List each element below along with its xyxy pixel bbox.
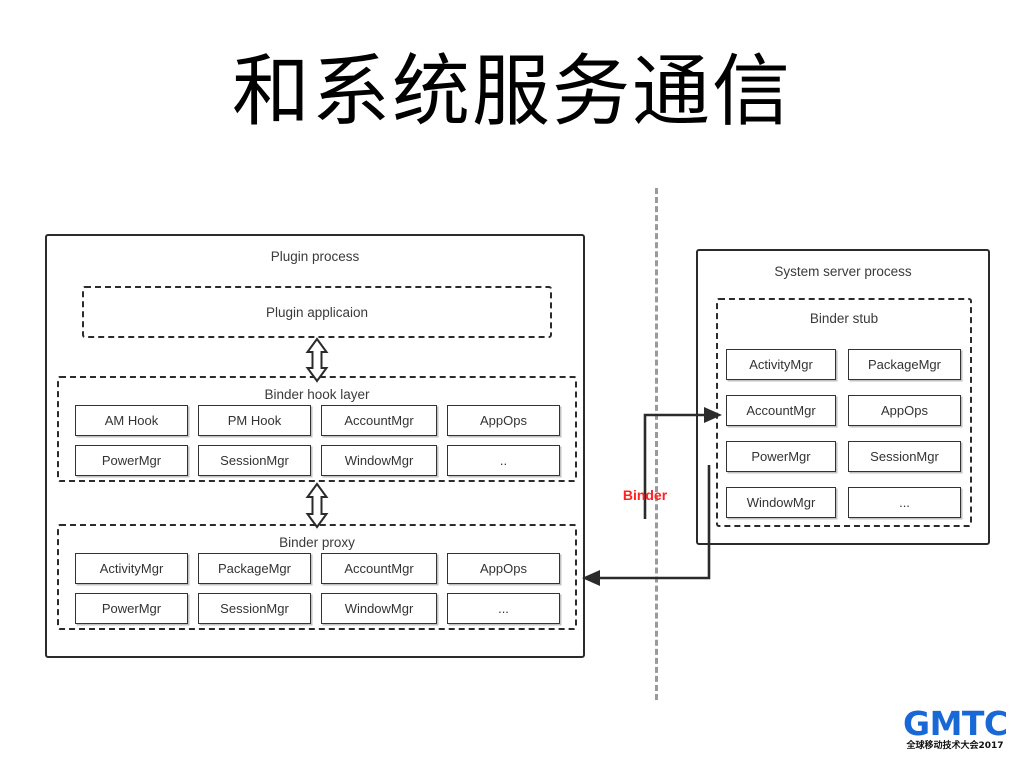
proxy-cell-packagemgr[interactable]: PackageMgr [198,553,311,584]
proxy-cell-accountmgr[interactable]: AccountMgr [321,553,437,584]
binder-arrow-to-proxy [582,465,711,586]
plugin-application-container: Plugin applicaion [82,286,552,338]
stub-cell-accountmgr[interactable]: AccountMgr [726,395,836,426]
page-title: 和系统服务通信 [231,47,792,137]
stub-cell-packagemgr[interactable]: PackageMgr [848,349,961,380]
hook-cell-sessionmgr[interactable]: SessionMgr [198,445,311,476]
proxy-cell-powermgr[interactable]: PowerMgr [75,593,188,624]
hook-cell-pm-hook[interactable]: PM Hook [198,405,311,436]
hook-cell-more[interactable]: .. [447,445,560,476]
binder-connector-label: Binder [622,487,668,503]
stub-cell-appops[interactable]: AppOps [848,395,961,426]
hook-cell-windowmgr[interactable]: WindowMgr [321,445,437,476]
hook-cell-powermgr[interactable]: PowerMgr [75,445,188,476]
gmtc-tagline: 全球移动技术大会2017 [906,741,1004,751]
plugin-application-title: Plugin applicaion [265,305,369,320]
hook-cell-am-hook[interactable]: AM Hook [75,405,188,436]
proxy-cell-appops[interactable]: AppOps [447,553,560,584]
stub-cell-windowmgr[interactable]: WindowMgr [726,487,836,518]
binder-proxy-title: Binder proxy [279,535,355,550]
proxy-cell-windowmgr[interactable]: WindowMgr [321,593,437,624]
system-server-process-title: System server process [774,264,912,279]
gmtc-wordmark: GMTC [903,704,1008,743]
gmtc-logo: GMTC 全球移动技术大会2017 [903,704,1008,752]
hook-cell-appops[interactable]: AppOps [447,405,560,436]
proxy-cell-sessionmgr[interactable]: SessionMgr [198,593,311,624]
stub-cell-more[interactable]: ... [848,487,961,518]
proxy-cell-activitymgr[interactable]: ActivityMgr [75,553,188,584]
process-boundary-divider [655,188,658,700]
proxy-cell-more[interactable]: ... [447,593,560,624]
stub-cell-activitymgr[interactable]: ActivityMgr [726,349,836,380]
stub-cell-sessionmgr[interactable]: SessionMgr [848,441,961,472]
plugin-process-title: Plugin process [270,249,360,264]
binder-hook-layer-title: Binder hook layer [264,387,370,402]
stub-cell-powermgr[interactable]: PowerMgr [726,441,836,472]
hook-cell-accountmgr[interactable]: AccountMgr [321,405,437,436]
binder-stub-title: Binder stub [809,311,879,326]
